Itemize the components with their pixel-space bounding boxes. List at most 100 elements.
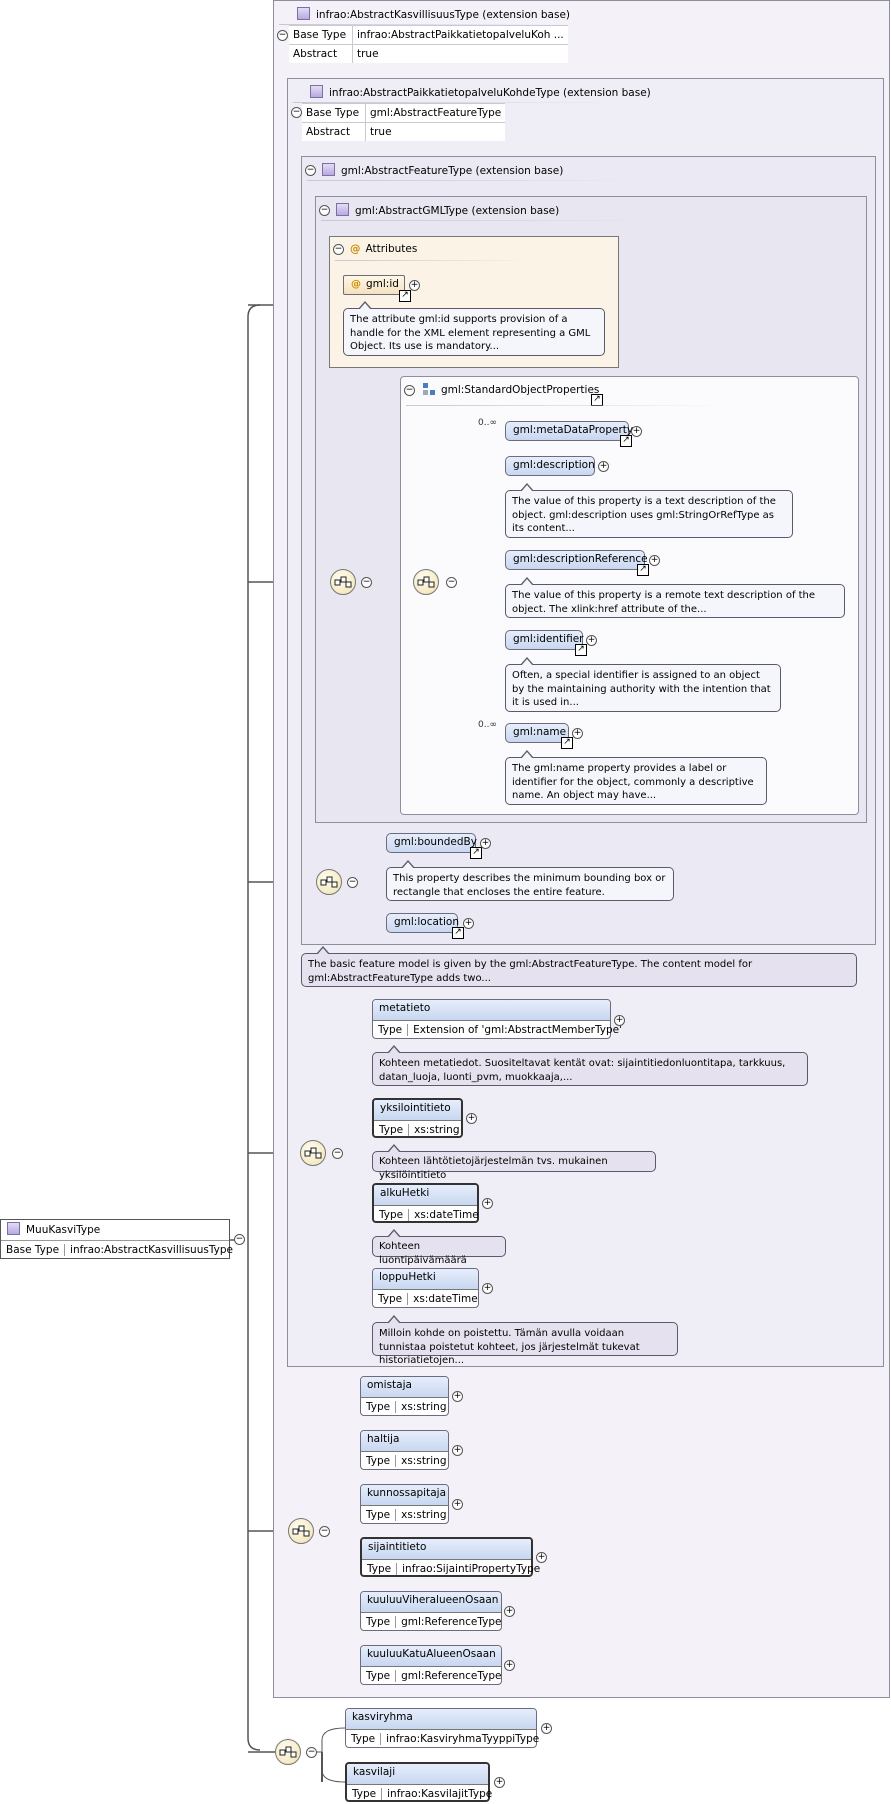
type-key: Type	[361, 1508, 397, 1521]
expand-icon[interactable]: +	[614, 1015, 625, 1026]
bounded-by-element[interactable]: gml:boundedBy	[386, 833, 477, 853]
type-value: infrao:KasvilajitType	[387, 1787, 493, 1800]
expand-icon[interactable]: +	[480, 838, 491, 849]
name-note: The gml:name property provides a label o…	[505, 750, 767, 805]
loppuhetki-note: Milloin kohde on poistettu. Tämän avulla…	[372, 1315, 678, 1366]
expand-icon[interactable]: +	[452, 1391, 463, 1402]
location-element[interactable]: gml:location	[386, 913, 460, 933]
std-props-title: gml:StandardObjectProperties	[423, 383, 599, 396]
sequence-collapse-toggle[interactable]: −	[446, 577, 457, 588]
sequence-icon[interactable]	[316, 869, 342, 895]
expand-icon[interactable]: +	[631, 426, 642, 437]
complex-type-icon	[7, 1222, 20, 1235]
link-arrow-icon[interactable]: ↗	[470, 847, 482, 859]
base-type-key: Base Type	[302, 103, 366, 123]
description-reference-element[interactable]: gml:descriptionReference	[505, 550, 648, 570]
expand-icon[interactable]: +	[452, 1445, 463, 1456]
sequence-collapse-toggle[interactable]: −	[306, 1747, 317, 1758]
sequence-icon[interactable]	[300, 1140, 326, 1166]
link-arrow-icon[interactable]: ↗	[637, 564, 649, 576]
expand-icon[interactable]: +	[452, 1499, 463, 1510]
expand-icon[interactable]: +	[494, 1777, 505, 1788]
gml-title-text: gml:AbstractGMLType (extension base)	[355, 205, 560, 217]
sequence-collapse-toggle[interactable]: −	[347, 877, 358, 888]
expand-icon[interactable]: +	[504, 1660, 515, 1671]
sequence-collapse-toggle[interactable]: −	[332, 1148, 343, 1159]
feature-note: The basic feature model is given by the …	[301, 946, 857, 987]
element-name: loppuHetki	[373, 1269, 478, 1290]
expand-icon[interactable]: +	[463, 918, 474, 929]
gml-id-attribute[interactable]: @gml:id	[343, 275, 405, 295]
name-element[interactable]: gml:name	[505, 723, 569, 743]
attributes-collapse-toggle[interactable]: −	[333, 244, 344, 255]
element-name: haltija	[361, 1431, 448, 1452]
base-type-value: infrao:AbstractPaikkatietopalveluKoh ...	[352, 25, 568, 45]
expand-icon[interactable]: +	[536, 1552, 547, 1563]
expand-icon[interactable]: +	[482, 1283, 493, 1294]
expand-icon[interactable]: +	[504, 1606, 515, 1617]
type-value: infrao:SijaintiPropertyType	[402, 1562, 541, 1575]
root-type-title: MuuKasviType	[1, 1220, 229, 1241]
abstract-value: true	[352, 44, 568, 63]
sequence-collapse-toggle[interactable]: −	[361, 577, 372, 588]
expand-icon[interactable]: +	[598, 461, 609, 472]
metatieto-note: Kohteen metatiedot. Suositeltavat kentät…	[372, 1045, 808, 1086]
sequence-icon[interactable]	[275, 1739, 301, 1765]
link-arrow-icon[interactable]: ↗	[399, 290, 411, 302]
metadata-property-element[interactable]: gml:metaDataProperty	[505, 421, 633, 441]
expand-icon[interactable]: +	[466, 1113, 477, 1124]
description-element[interactable]: gml:description	[505, 456, 595, 476]
expand-icon[interactable]: +	[649, 555, 660, 566]
link-arrow-icon[interactable]: ↗	[452, 927, 464, 939]
identifier-element[interactable]: gml:identifier	[505, 630, 583, 650]
kasvillisuus-collapse-toggle[interactable]: −	[277, 30, 288, 41]
feature-collapse-toggle[interactable]: −	[305, 165, 316, 176]
paikka-collapse-toggle[interactable]: −	[291, 107, 302, 118]
gml-collapse-toggle[interactable]: −	[319, 205, 330, 216]
base-type-value: gml:AbstractFeatureType	[365, 103, 506, 123]
std-props-collapse-toggle[interactable]: −	[404, 385, 415, 396]
extension-icon	[297, 7, 310, 20]
type-value: xs:string	[401, 1454, 447, 1467]
expand-icon[interactable]: +	[572, 728, 583, 739]
sequence-icon[interactable]	[330, 569, 356, 595]
bounded-by-note: This property describes the minimum boun…	[386, 860, 674, 901]
sequence-icon[interactable]	[288, 1518, 314, 1544]
type-value: xs:string	[414, 1123, 460, 1136]
description-note: The value of this property is a text des…	[505, 483, 793, 538]
sequence-icon[interactable]	[413, 569, 439, 595]
link-arrow-icon[interactable]: ↗	[575, 644, 587, 656]
element-label: gml:metaDataProperty	[513, 424, 634, 436]
group-icon	[423, 383, 435, 395]
type-value: xs:dateTime	[413, 1292, 478, 1305]
expand-icon[interactable]: +	[586, 635, 597, 646]
root-collapse-toggle[interactable]: −	[234, 1234, 245, 1245]
element-label: gml:location	[394, 916, 460, 928]
expand-icon[interactable]: +	[541, 1723, 552, 1734]
expand-icon[interactable]: +	[482, 1198, 493, 1209]
element-name: alkuHetki	[374, 1185, 477, 1206]
type-key: Type	[361, 1400, 397, 1413]
link-arrow-icon[interactable]: ↗	[561, 737, 573, 749]
sequence-collapse-toggle[interactable]: −	[319, 1526, 330, 1537]
element-name: omistaja	[361, 1377, 448, 1398]
element-label: gml:name	[513, 726, 567, 738]
abstract-key: Abstract	[302, 122, 366, 141]
link-arrow-icon[interactable]: ↗	[620, 435, 632, 447]
expand-icon[interactable]: +	[409, 280, 420, 291]
abstract-value: true	[365, 122, 506, 141]
